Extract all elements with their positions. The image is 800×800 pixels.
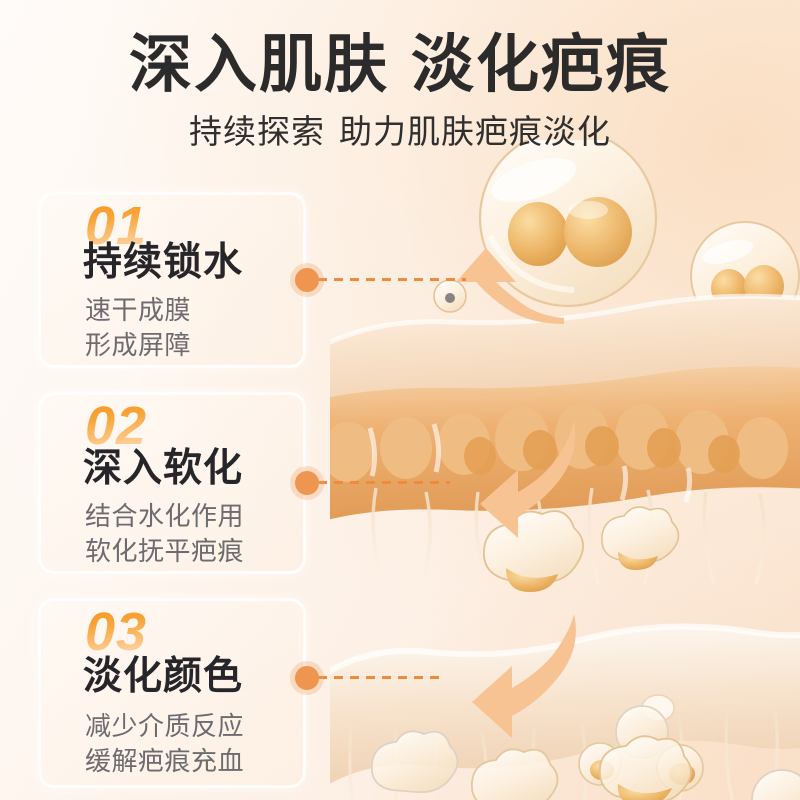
feature-card-2[interactable]: 02 深入软化 结合水化作用 软化抚平疤痕: [38, 392, 306, 574]
feature-card-3-number: 03: [85, 602, 148, 662]
feature-card-1-number: 01: [85, 196, 148, 256]
page-title-part-2: 淡化疤痕: [411, 30, 671, 100]
feature-card-1-desc: 速干成膜 形成屏障: [85, 295, 192, 360]
connector-dash-1: [318, 278, 466, 281]
page-subtitle-part-1: 持续探索: [189, 113, 325, 150]
feature-card-3-desc: 减少介质反应 缓解疤痕充血: [85, 711, 245, 776]
page-title: 深入肌肤淡化疤痕: [0, 34, 800, 97]
page-subtitle-part-2: 助力肌肤疤痕淡化: [339, 113, 611, 150]
feature-card-1-title: 持续锁水: [83, 241, 244, 284]
feature-card-1-inner: 01 持续锁水 速干成膜 形成屏障: [41, 195, 303, 365]
page-subtitle: 持续探索助力肌肤疤痕淡化: [0, 115, 800, 148]
feature-card-3[interactable]: 03 淡化颜色 减少介质反应 缓解疤痕充血: [38, 598, 306, 788]
headings-block: 深入肌肤淡化疤痕 持续探索助力肌肤疤痕淡化: [0, 34, 800, 149]
page-title-part-1: 深入肌肤: [129, 30, 389, 100]
feature-card-2-desc: 结合水化作用 软化抚平疤痕: [85, 501, 245, 566]
feature-card-3-title: 淡化颜色: [83, 655, 244, 698]
feature-card-2-inner: 02 深入软化 结合水化作用 软化抚平疤痕: [41, 395, 303, 571]
connector-dash-2: [318, 481, 450, 484]
feature-card-2-title: 深入软化: [83, 447, 244, 490]
feature-card-3-inner: 03 淡化颜色 减少介质反应 缓解疤痕充血: [41, 601, 303, 785]
connector-dash-3: [318, 676, 444, 679]
connector-dot-3: [290, 661, 324, 695]
connector-dot-2: [290, 466, 324, 500]
feature-card-2-number: 02: [85, 396, 148, 456]
feature-card-1[interactable]: 01 持续锁水 速干成膜 形成屏障: [38, 192, 306, 368]
connector-dot-1: [290, 263, 324, 297]
